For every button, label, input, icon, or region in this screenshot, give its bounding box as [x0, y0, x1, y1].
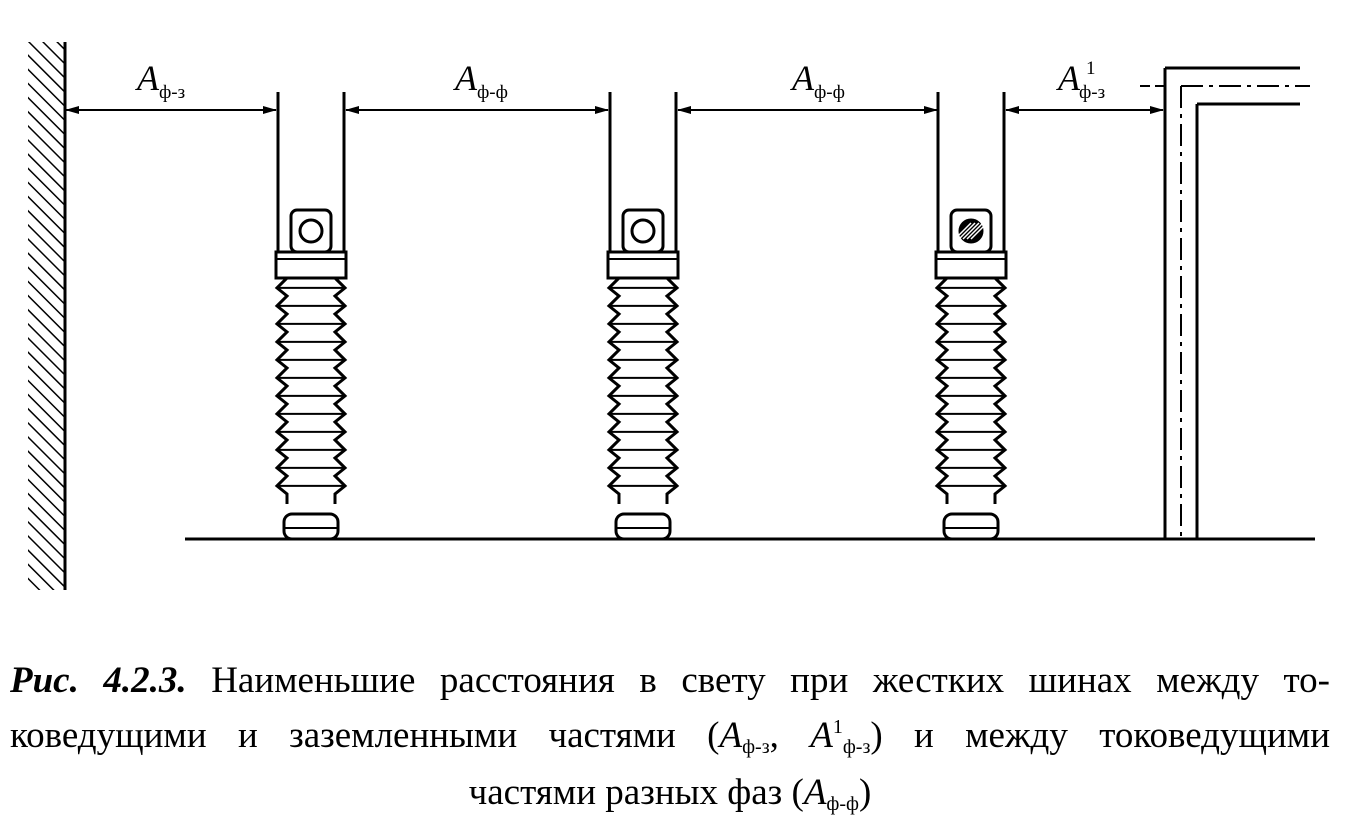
caption-subscript-3: ф-ф — [826, 793, 859, 815]
cap-flange — [934, 250, 1008, 280]
insulator-2 — [606, 92, 680, 541]
caption-text-1: Наименьшие расстояния в свету при жестки… — [211, 660, 1331, 701]
insulator-base — [942, 512, 1000, 541]
figure-number: Рис. 4.2.3. — [10, 660, 187, 701]
clearance-diagram: Aф-з Aф-ф Aф-ф A 1 ф-з — [28, 42, 1315, 590]
grounded-frame — [1140, 66, 1310, 539]
caption-subscript-2: ф-з — [842, 736, 871, 758]
insulator-1 — [274, 92, 348, 541]
label-a1-phase-ground-right: A — [1056, 58, 1081, 98]
insulator-sheds-right — [664, 276, 680, 504]
insulator-base — [614, 512, 672, 541]
cap-flange — [274, 250, 348, 280]
label-a-phase-phase-2: Aф-ф — [790, 58, 845, 103]
label-a1-superscript: 1 — [1086, 58, 1096, 79]
caption-comma: , — [769, 715, 811, 756]
caption-symbol-a1: A — [719, 715, 743, 756]
insulators-group — [274, 92, 1008, 541]
insulator-sheds-left — [934, 276, 950, 504]
insulator-sheds-right — [992, 276, 1008, 504]
caption-text-3b: ) — [859, 772, 872, 813]
caption-subscript-1: ф-з — [742, 736, 770, 758]
caption-line-1: Рис. 4.2.3. Наименьшие расстояния в свет… — [10, 658, 1330, 704]
insulator-sheds-left — [606, 276, 622, 504]
busbar-section-icon — [630, 218, 656, 244]
caption-symbol-a3: A — [803, 772, 827, 813]
caption-line-3: частями разных фаз (Aф-ф) — [10, 770, 1330, 827]
label-a-phase-phase-1: Aф-ф — [453, 58, 508, 103]
caption-text-2b: ) и между токоведущими — [870, 715, 1330, 756]
cap-flange — [606, 250, 680, 280]
label-a-phase-ground-left: Aф-з — [135, 58, 185, 103]
caption-symbol-a2: A — [810, 715, 833, 756]
caption-line-2: коведущими и заземленными частями (Aф-з,… — [10, 704, 1330, 770]
caption-text-3a: частями разных фаз ( — [468, 772, 804, 813]
insulator-3 — [934, 92, 1008, 541]
grounded-wall — [28, 42, 67, 590]
figure-caption: Рис. 4.2.3. Наименьшие расстояния в свет… — [10, 658, 1330, 827]
insulator-base — [282, 512, 340, 541]
label-a1-subscript: ф-з — [1079, 82, 1105, 103]
busbar-section-icon — [298, 218, 324, 244]
caption-text-2a: коведущими и заземленными частями ( — [10, 715, 720, 756]
insulator-sheds-right — [332, 276, 348, 504]
caption-superscript-2: 1 — [832, 716, 843, 738]
insulator-sheds-left — [274, 276, 290, 504]
